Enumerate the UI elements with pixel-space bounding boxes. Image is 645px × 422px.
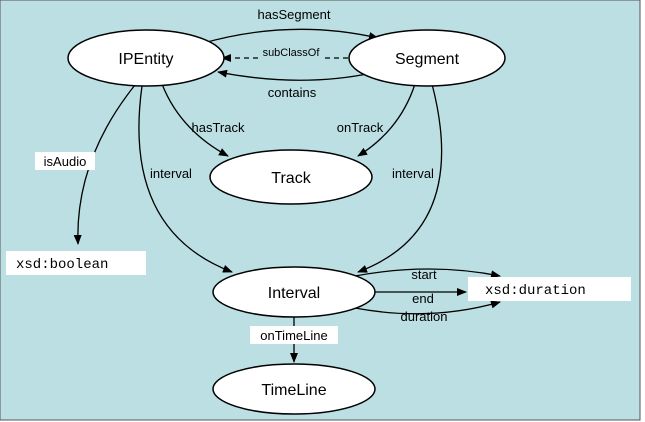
label-duration: duration <box>401 309 448 324</box>
node-ipentity: IPEntity <box>67 29 225 87</box>
edge-contains <box>217 69 373 81</box>
node-timeline-label: TimeLine <box>261 382 326 399</box>
label-interval-left: interval <box>150 166 192 181</box>
node-ipentity-label: IPEntity <box>118 51 173 68</box>
label-sub-class-of: subClassOf <box>263 47 321 59</box>
label-has-segment: hasSegment <box>258 7 331 22</box>
label-contains: contains <box>268 85 317 100</box>
node-track-label: Track <box>271 170 311 187</box>
literal-xsd-duration-label: xsd:duration <box>485 283 586 299</box>
label-is-audio: isAudio <box>44 154 87 169</box>
literal-xsd-boolean-label: xsd:boolean <box>16 257 108 273</box>
label-start: start <box>411 267 437 282</box>
node-interval-label: Interval <box>268 285 320 302</box>
label-has-track: hasTrack <box>192 120 245 135</box>
edge-interval-left <box>138 85 233 273</box>
edge-on-track <box>357 83 416 157</box>
label-on-track: onTrack <box>337 120 384 135</box>
label-on-time-line: onTimeLine <box>260 328 327 343</box>
node-segment-label: Segment <box>395 51 460 68</box>
edge-start <box>354 268 501 279</box>
literal-xsd-boolean: xsd:boolean <box>6 251 146 275</box>
edge-has-segment <box>199 28 379 45</box>
label-end: end <box>412 291 434 306</box>
edge-has-track <box>161 83 229 157</box>
literal-xsd-duration: xsd:duration <box>468 277 631 301</box>
node-track: Track <box>209 149 373 205</box>
node-segment: Segment <box>348 29 506 87</box>
label-interval-right: interval <box>392 166 434 181</box>
edge-interval-right <box>357 83 443 273</box>
node-timeline: TimeLine <box>212 363 376 415</box>
node-interval: Interval <box>212 266 376 318</box>
edge-duration <box>354 300 501 315</box>
